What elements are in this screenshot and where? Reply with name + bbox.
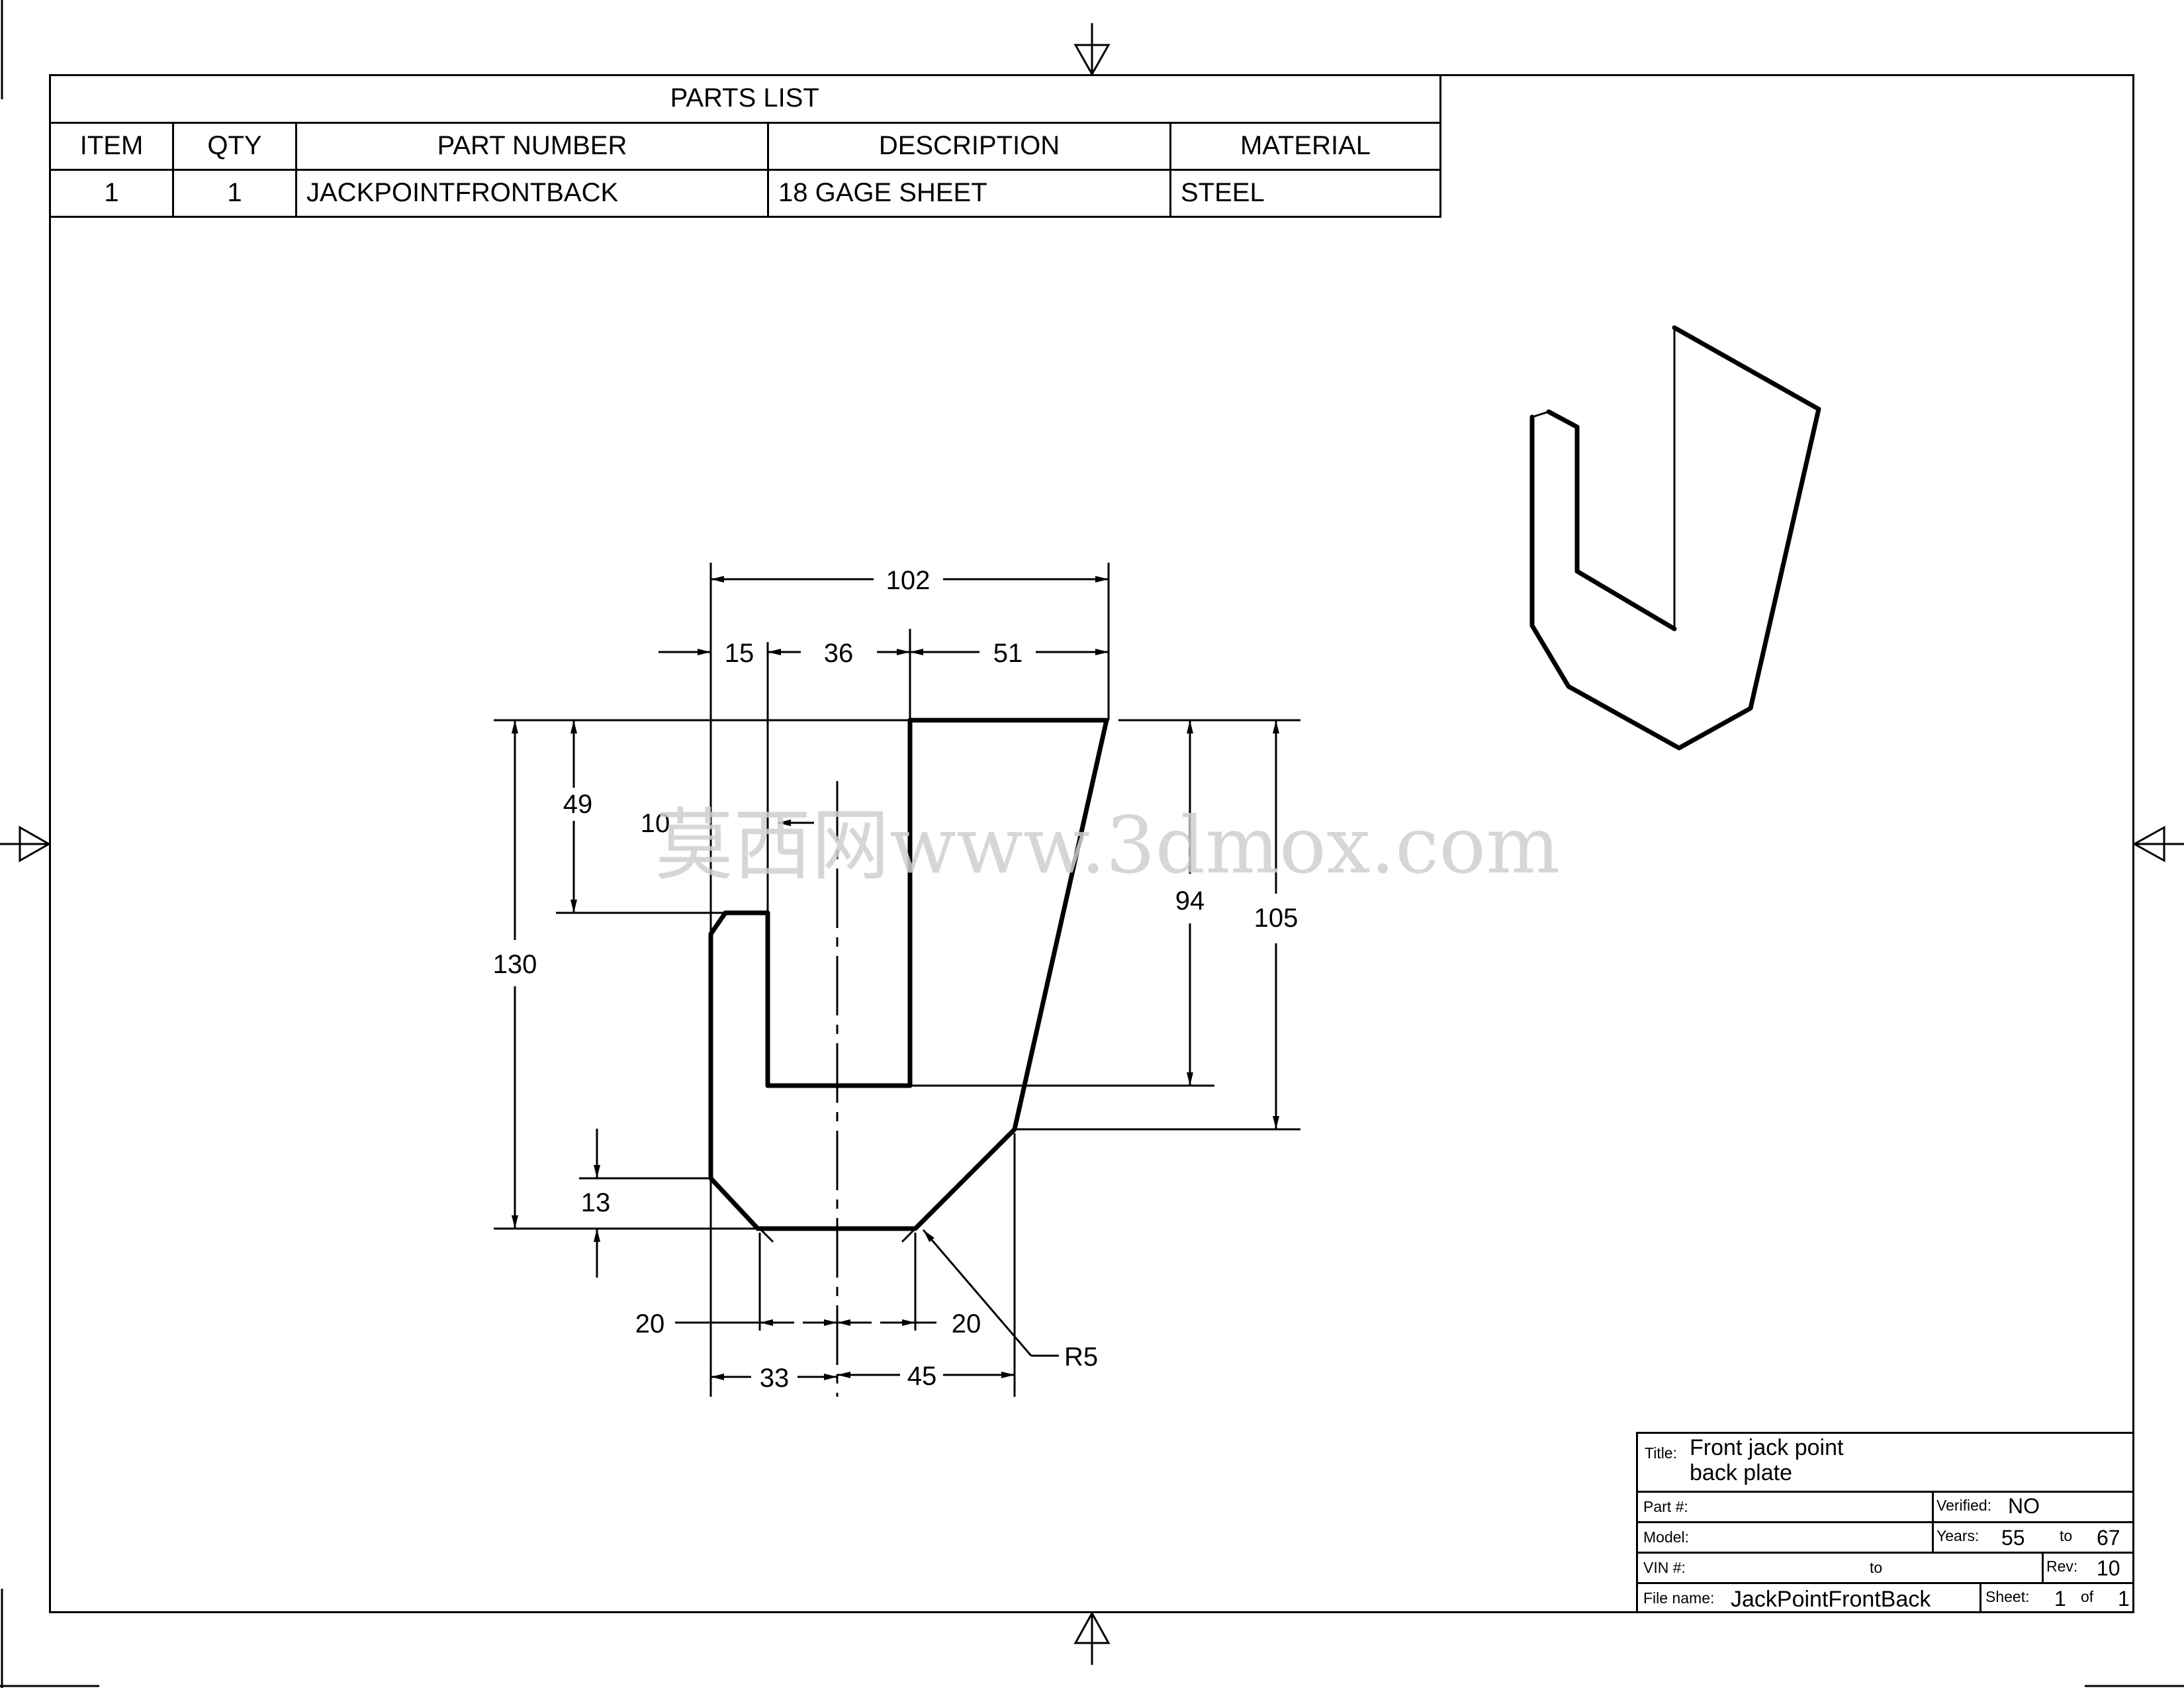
dim-bottom-right: 45 bbox=[907, 1362, 937, 1391]
title-line-2: back plate bbox=[1690, 1460, 1792, 1485]
extension-lines bbox=[494, 563, 1300, 1397]
cell-item: 1 bbox=[49, 168, 174, 218]
vin-label: VIN #: bbox=[1643, 1559, 1686, 1576]
row-vin: VIN #: to Rev: 10 bbox=[1638, 1552, 2132, 1582]
verified-label: Verified: bbox=[1936, 1497, 1992, 1514]
parts-list-table: PARTS LIST ITEM QTY PART NUMBER DESCRIPT… bbox=[49, 75, 1441, 218]
dim-bottom-chamfer: 13 bbox=[581, 1188, 611, 1217]
dim-right-top: 51 bbox=[993, 639, 1023, 668]
model-label: Model: bbox=[1643, 1528, 1690, 1546]
part-label: Part #: bbox=[1643, 1498, 1688, 1515]
row-model: Model: Years: 55 to 67 bbox=[1638, 1521, 2132, 1552]
dim-slot-width: 36 bbox=[824, 639, 854, 668]
dim-left-flange: 15 bbox=[725, 639, 754, 668]
dim-bottom-left: 33 bbox=[760, 1364, 790, 1393]
isometric-view bbox=[1529, 325, 1821, 751]
dimension-texts: 102 15 36 51 10 49 130 94 105 13 20 20 3… bbox=[493, 566, 1298, 1393]
title-label: Title: bbox=[1645, 1444, 1677, 1462]
row-part: Part #: Verified: NO bbox=[1638, 1491, 2132, 1521]
table-row: 1 1 JACKPOINTFRONTBACK 18 GAGE SHEET STE… bbox=[49, 168, 1441, 218]
dim-overall-width: 102 bbox=[886, 566, 931, 595]
vin-to-label: to bbox=[1870, 1559, 1883, 1576]
verified-value: NO bbox=[2008, 1494, 2040, 1518]
dim-left-flange-height: 49 bbox=[563, 790, 593, 819]
sheet-of-label: of bbox=[2081, 1588, 2094, 1605]
header-item: ITEM bbox=[49, 121, 174, 171]
rev-value: 10 bbox=[2097, 1556, 2120, 1580]
cell-part-number: JACKPOINTFRONTBACK bbox=[295, 168, 769, 218]
sheet-value: 1 bbox=[2054, 1587, 2066, 1611]
dim-overall-height: 130 bbox=[493, 950, 537, 979]
years-to: 67 bbox=[2097, 1526, 2120, 1550]
dim-right-height: 105 bbox=[1254, 904, 1298, 933]
years-to-label: to bbox=[2060, 1527, 2073, 1544]
header-description: DESCRIPTION bbox=[767, 121, 1171, 171]
dim-chamfer-left: 20 bbox=[635, 1309, 665, 1338]
years-label: Years: bbox=[1936, 1527, 1979, 1544]
filename-label: File name: bbox=[1643, 1589, 1715, 1607]
title-line-1: Front jack point bbox=[1690, 1435, 1844, 1460]
parts-list-header: ITEM QTY PART NUMBER DESCRIPTION MATERIA… bbox=[49, 121, 1441, 171]
dim-chamfer-right: 20 bbox=[952, 1309, 981, 1338]
years-from: 55 bbox=[2001, 1526, 2025, 1550]
filename-value: JackPointFrontBack bbox=[1731, 1587, 1931, 1612]
watermark-text: 莫西网www.3dmox.com bbox=[655, 800, 1560, 891]
parts-list-title: PARTS LIST bbox=[50, 75, 1441, 124]
header-qty: QTY bbox=[172, 121, 297, 171]
dimension-lines bbox=[512, 576, 1279, 1380]
dim-radius: R5 bbox=[1064, 1342, 1098, 1372]
rev-label: Rev: bbox=[2046, 1558, 2078, 1575]
title-block: Title: Front jack point back plate Part … bbox=[1636, 1432, 2134, 1613]
cell-qty: 1 bbox=[172, 168, 297, 218]
centering-marks bbox=[0, 23, 2184, 1665]
drawing-border bbox=[49, 74, 2134, 1613]
dim-slot-inset: 10 bbox=[641, 809, 670, 838]
cell-material: STEEL bbox=[1169, 168, 1441, 218]
cell-description: 18 GAGE SHEET bbox=[767, 168, 1171, 218]
sheet-total: 1 bbox=[2118, 1587, 2130, 1611]
header-part-number: PART NUMBER bbox=[295, 121, 769, 171]
sheet-label: Sheet: bbox=[1985, 1588, 2030, 1605]
dim-slot-depth: 94 bbox=[1175, 886, 1205, 915]
row-filename: File name: JackPointFrontBack Sheet: 1 o… bbox=[1638, 1582, 2132, 1613]
header-material: MATERIAL bbox=[1169, 121, 1441, 171]
